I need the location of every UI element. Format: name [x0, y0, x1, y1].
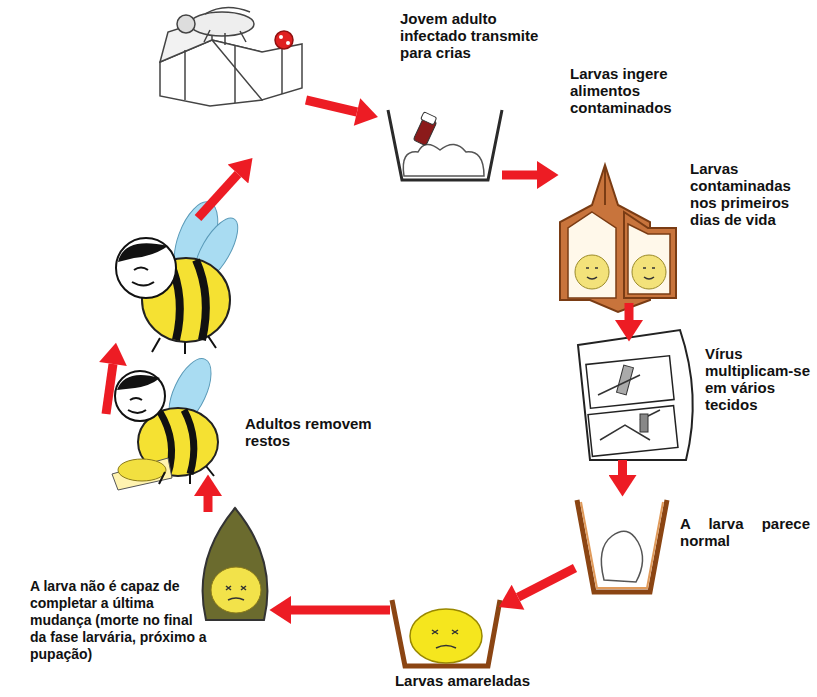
comb-line	[184, 50, 186, 100]
brood-cell	[203, 508, 268, 620]
bee-face	[132, 268, 154, 286]
stage-caption: Jovem adulto infectado transmite para cr…	[400, 10, 550, 61]
bee-hair	[117, 375, 160, 390]
tissue-section	[588, 406, 678, 457]
cycle-arrow	[502, 171, 537, 180]
adult-removing-remains	[112, 353, 220, 490]
dead-larva-cell	[203, 508, 268, 620]
tissue-fibre	[598, 375, 660, 440]
larva-face	[586, 268, 655, 279]
caption-text: Vírus multiplicam-se em vários tecidos	[705, 345, 817, 413]
flying-bee	[116, 196, 246, 354]
cycle-arrow	[291, 606, 390, 615]
stage-box: Larvas contaminadas nos primeiros dias d…	[555, 163, 680, 303]
infected-brood	[279, 35, 283, 39]
bee-face	[128, 398, 146, 413]
larva-face	[432, 630, 458, 648]
edge-label: Larvas ingere alimentos contaminados	[570, 65, 688, 116]
yellow-larva	[410, 609, 482, 663]
normal-larva-cell	[577, 500, 667, 592]
stage-box: Adultos removem restos	[108, 350, 223, 478]
cycle-arrow	[306, 100, 357, 112]
larva	[632, 255, 666, 289]
brood-cell	[568, 212, 616, 298]
brood-cell	[628, 224, 670, 294]
bee-hair	[118, 243, 168, 262]
bee-legs	[204, 7, 250, 45]
cycle-arrow	[204, 496, 213, 512]
stage-caption: Adultos removem restos	[245, 415, 415, 449]
cycle-arrow	[625, 303, 634, 320]
infected-food	[421, 112, 437, 125]
dead-larva	[211, 567, 261, 613]
stage-caption: Larvas contaminadas nos primeiros dias d…	[690, 160, 812, 228]
cycle-arrow	[518, 568, 575, 597]
comb-line	[604, 165, 606, 205]
larva	[601, 531, 642, 582]
brood-cell	[581, 502, 663, 588]
larva	[575, 255, 609, 289]
comb-line	[281, 48, 283, 94]
stage-box: Jovem adulto infectado transmite para cr…	[385, 105, 502, 187]
stage-box: Vírus multiplicam-se em vários tecidos	[578, 338, 690, 460]
virus-tissue	[578, 330, 693, 460]
tissue-section	[586, 356, 674, 409]
food-mass	[403, 144, 484, 176]
cycle-arrow	[618, 460, 627, 475]
brood-cell	[577, 500, 667, 592]
stage-caption: A larva não é capaz de completar a últim…	[30, 578, 208, 663]
caption-text: Adultos removem restos	[245, 415, 415, 449]
cycle-arrow	[198, 174, 238, 218]
comb-frame	[624, 212, 676, 298]
dead-larva	[118, 459, 166, 481]
comb-line	[234, 46, 236, 103]
infected-brood	[275, 31, 293, 49]
caption-text: A larva não é capaz de completar a últim…	[30, 578, 208, 663]
caption-text: Larvas contaminadas nos primeiros dias d…	[690, 160, 812, 228]
caption-text: A larva parece normal	[680, 515, 810, 549]
contaminated-cells	[560, 165, 676, 312]
cycle-arrow	[106, 364, 113, 414]
caption-text: Larvas amareladas	[380, 672, 545, 689]
bee-head	[116, 238, 176, 298]
cycle-arrows	[106, 100, 357, 414]
virus-particle	[640, 414, 648, 432]
stage-box: A larva parece normal	[575, 493, 667, 596]
infected-brood	[286, 41, 290, 45]
bee-head	[177, 15, 195, 33]
bee-head	[115, 371, 165, 421]
brood-cell	[392, 600, 500, 666]
stage-caption: A larva parece normal	[680, 515, 810, 549]
stage-caption: Vírus multiplicam-se em vários tecidos	[705, 345, 817, 413]
yellow-larva-cell	[392, 600, 500, 666]
comb-with-bee	[160, 7, 302, 106]
brood-cell	[388, 110, 502, 180]
stage-box: A larva não é capaz de completar a últim…	[193, 512, 273, 622]
caption-text: Jovem adulto infectado transmite para cr…	[400, 10, 550, 61]
stage-box: Larvas amareladas	[390, 598, 502, 670]
comb-cell	[212, 40, 302, 100]
tissue-panel	[578, 330, 693, 460]
bee-legs	[152, 336, 216, 354]
cell-with-food	[388, 110, 502, 180]
bee-legs	[159, 466, 214, 484]
stage-caption: Larvas amareladas	[380, 672, 545, 689]
larva-face	[226, 586, 246, 600]
bee-body	[190, 12, 254, 36]
